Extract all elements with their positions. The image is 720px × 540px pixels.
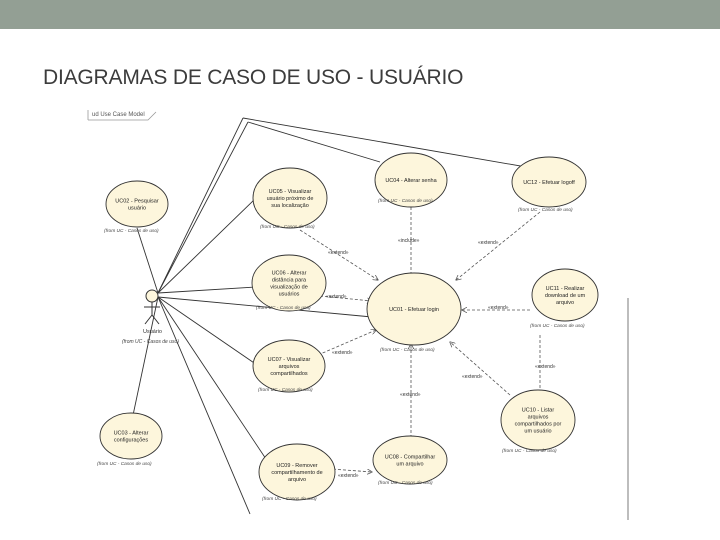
use-case-label: configurações	[114, 438, 148, 444]
use-case-origin: (from UC - Casos de uso)	[104, 228, 159, 234]
use-case-label: usuário próximo de	[267, 196, 314, 202]
use-case-origin: (from UC - Casos de uso)	[380, 347, 435, 353]
use-case-ellipse	[105, 180, 169, 228]
relation-label: «extend»	[400, 392, 421, 398]
use-case-label: UC06 - Alterar	[272, 271, 307, 277]
use-case-origin: (from UC - Casos de uso)	[262, 496, 317, 502]
use-case-label: usuário	[128, 206, 146, 212]
use-case-label: usuários	[279, 292, 300, 298]
use-case-uc12: UC12 - Efetuar logoff (from UC - Casos de…	[511, 156, 587, 213]
use-case-ellipse	[252, 167, 328, 229]
relation-label: «extend»	[488, 305, 509, 311]
use-case-label: UC12 - Efetuar logoff	[523, 180, 575, 186]
use-case-ellipse	[366, 272, 462, 346]
relation-label: «extend»	[328, 250, 349, 256]
use-case-label: um usuário	[524, 429, 551, 435]
dependency-lines	[299, 207, 540, 472]
relation-label: «extend»	[535, 364, 556, 370]
use-case-ellipse	[374, 152, 448, 208]
use-case-ellipse	[500, 389, 576, 451]
relation-label: «include»	[398, 238, 420, 244]
slide-header-bar	[0, 0, 720, 29]
use-case-origin: (from UC - Casos de uso)	[378, 480, 433, 486]
use-case-ellipse	[251, 254, 327, 312]
use-case-label: arquivos	[528, 415, 549, 421]
use-case-label: UC10 - Listar	[522, 408, 555, 414]
use-case-group: UC04 - Alterar senha (from UC - Casos de …	[97, 152, 599, 502]
use-case-label: um arquivo	[396, 462, 423, 468]
use-case-label: sua localização	[271, 203, 309, 209]
actor-stereotype: (from UC - Casos de uso)	[122, 339, 179, 345]
use-case-origin: (from UC - Casos de uso)	[258, 387, 313, 393]
use-case-origin: (from UC - Casos de uso)	[378, 198, 433, 204]
use-case-label: visualização de	[270, 285, 308, 291]
use-case-label: arquivo	[288, 477, 306, 483]
use-case-label: UC11 - Realizar	[546, 286, 585, 292]
use-case-ellipse	[372, 435, 448, 485]
use-case-label: arquivos	[279, 364, 300, 370]
relation-label: «extend»	[326, 294, 347, 300]
use-case-uc01: UC01 - Efetuar login (from UC - Casos de …	[366, 272, 462, 353]
use-case-origin: (from UC - Casos de uso)	[502, 448, 557, 454]
use-case-label: UC03 - Alterar	[114, 431, 149, 437]
use-case-label: compartilhados	[270, 371, 308, 377]
use-case-label: UC05 - Visualizar	[269, 189, 312, 195]
use-case-origin: (from UC - Casos de uso)	[256, 305, 311, 311]
use-case-label: compartilhamento de	[271, 470, 322, 476]
frame-label: ud Use Case Model	[92, 112, 145, 118]
use-case-ellipse	[258, 443, 336, 501]
use-case-label: UC02 - Pesquisar	[115, 199, 159, 205]
slide-title: DIAGRAMAS DE CASO DE USO - USUÁRIO	[43, 66, 464, 89]
use-case-label: UC07 - Visualizar	[268, 357, 311, 363]
relation-label: «extend»	[338, 473, 359, 479]
relation-label: «extend»	[478, 240, 499, 246]
use-case-origin: (from UC - Casos de uso)	[260, 224, 315, 230]
use-case-ellipse	[252, 339, 326, 393]
use-case-label: UC04 - Alterar senha	[385, 178, 437, 184]
use-case-label: UC08 - Compartilhar	[385, 455, 436, 461]
use-case-label: UC09 - Remover	[276, 463, 317, 469]
use-case-uc04: UC04 - Alterar senha (from UC - Casos de …	[374, 152, 448, 208]
use-case-ellipse	[99, 412, 163, 460]
use-case-label: arquivo	[556, 300, 574, 306]
use-case-label: distância para	[272, 278, 307, 284]
association-lines	[131, 117, 533, 515]
use-case-label: download de um	[545, 293, 586, 299]
actor-name: Usuário	[143, 329, 162, 335]
relation-label: «extend»	[462, 374, 483, 380]
use-case-label: compartilhados por	[515, 422, 562, 428]
relation-label: «extend»	[332, 350, 353, 356]
use-case-origin: (from UC - Casos de uso)	[97, 461, 152, 467]
use-case-ellipse	[531, 268, 599, 322]
actor-head	[145, 289, 159, 303]
use-case-origin: (from UC - Casos de uso)	[518, 207, 573, 213]
actor-usuario	[144, 289, 160, 325]
relation-labels: «include» «extend» «extend» «extend» «ex…	[326, 238, 556, 479]
use-case-origin: (from UC - Casos de uso)	[530, 323, 585, 329]
slide-side-rule	[627, 298, 629, 520]
use-case-label: UC01 - Efetuar login	[389, 307, 439, 313]
use-case-ellipse	[511, 156, 587, 208]
